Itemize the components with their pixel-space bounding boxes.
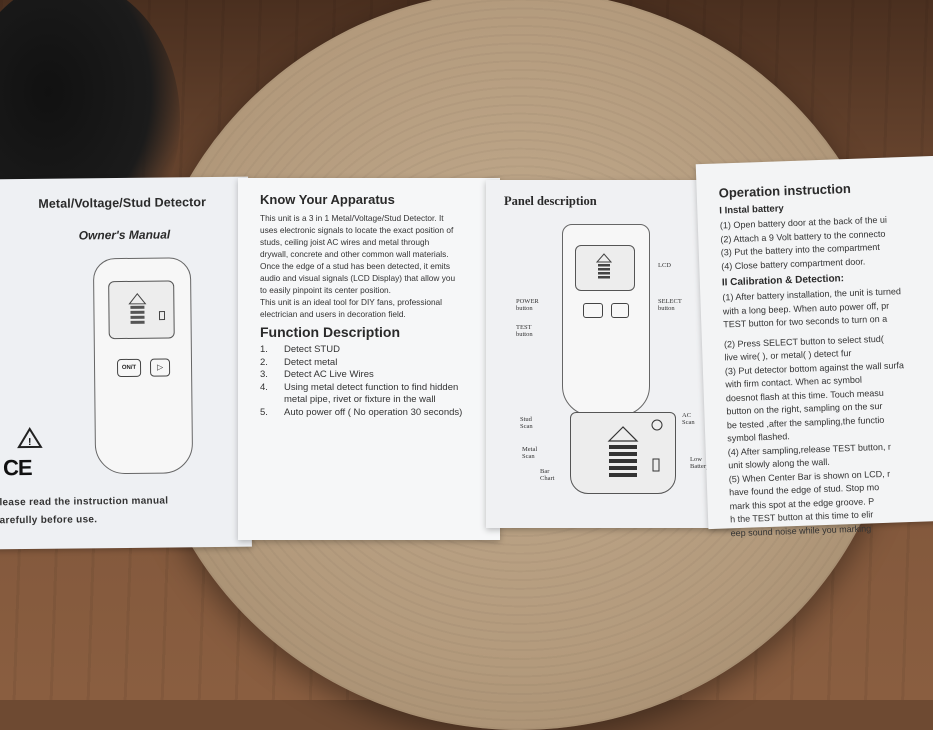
bar-chart-icon	[128, 293, 166, 324]
note-line-1: lease read the instruction manual	[0, 495, 169, 509]
ce-mark: CE	[2, 454, 32, 481]
bar-chart-icon	[595, 253, 613, 279]
operation-instruction-panel: Operation instruction I Instal battery (…	[695, 155, 933, 538]
intro-line: This unit is an ideal tool for DIY fans,…	[260, 297, 443, 307]
select-button-drawing	[611, 303, 629, 318]
lcd-bar-chart-icon	[607, 419, 663, 477]
manual-title: Metal/Voltage/Stud Detector	[38, 195, 207, 211]
panel-description-title: Panel description	[504, 194, 597, 208]
function-list: 1.Detect STUD 2.Detect metal 3.Detect AC…	[260, 344, 480, 419]
know-your-apparatus-panel: Know Your Apparatus This unit is a 3 in …	[238, 178, 500, 540]
intro-line: to easily pinpoint its center position.	[260, 285, 391, 295]
intro-line: uses electronic signals to locate the ex…	[260, 225, 454, 235]
svg-text:!: !	[28, 437, 31, 448]
operation-title: Operation instruction	[718, 180, 852, 201]
device-lcd	[575, 245, 635, 291]
intro-line: drywall, concrete and other common wall …	[260, 249, 449, 259]
device-front-drawing	[562, 224, 650, 416]
lcd-detail-drawing	[570, 412, 676, 494]
device-lcd	[108, 280, 175, 340]
note-line-2: arefully before use.	[0, 514, 98, 527]
list-item: 1.Detect STUD	[260, 344, 340, 355]
intro-line: audio and visual signals (LCD Display) t…	[260, 273, 456, 283]
section-calibration: II Calibration & Detection:	[721, 273, 845, 289]
install-steps: (1) Open battery door at the back of the…	[720, 214, 889, 274]
list-item: 5.Auto power off ( No operation 30 secon…	[260, 406, 463, 418]
calibration-steps: (1) After battery installation, the unit…	[722, 285, 910, 540]
power-button-drawing	[583, 303, 603, 318]
section-install-battery: I Instal battery	[719, 203, 784, 217]
power-button-drawing: ON/T	[116, 358, 142, 378]
intro-line: electrician and users in decoration fiel…	[260, 309, 406, 319]
apparatus-title: Know Your Apparatus	[260, 192, 395, 207]
intro-line: studs, ceiling joist AC wires and metal …	[260, 237, 430, 247]
list-item: 2.Detect metal	[260, 356, 338, 368]
manual-subtitle: Owner's Manual	[78, 227, 171, 243]
list-item: 3.Detect AC Live Wires	[260, 369, 374, 380]
select-button-drawing: ▷	[149, 358, 171, 377]
manual-cover-panel: Metal/Voltage/Stud Detector Owner's Manu…	[0, 176, 252, 550]
lcd-label: LCD	[658, 262, 671, 269]
apparatus-intro: This unit is a 3 in 1 Metal/Voltage/Stud…	[260, 212, 496, 320]
intro-line: This unit is a 3 in 1 Metal/Voltage/Stud…	[260, 213, 444, 223]
device-drawing: ON/T ▷	[92, 257, 194, 475]
list-item: 4.Using metal detect function to find hi…	[260, 381, 459, 406]
intro-line: Once the edge of a stud has been detecte…	[260, 261, 451, 271]
function-title: Function Description	[260, 324, 400, 340]
warning-icon: !	[17, 427, 43, 449]
